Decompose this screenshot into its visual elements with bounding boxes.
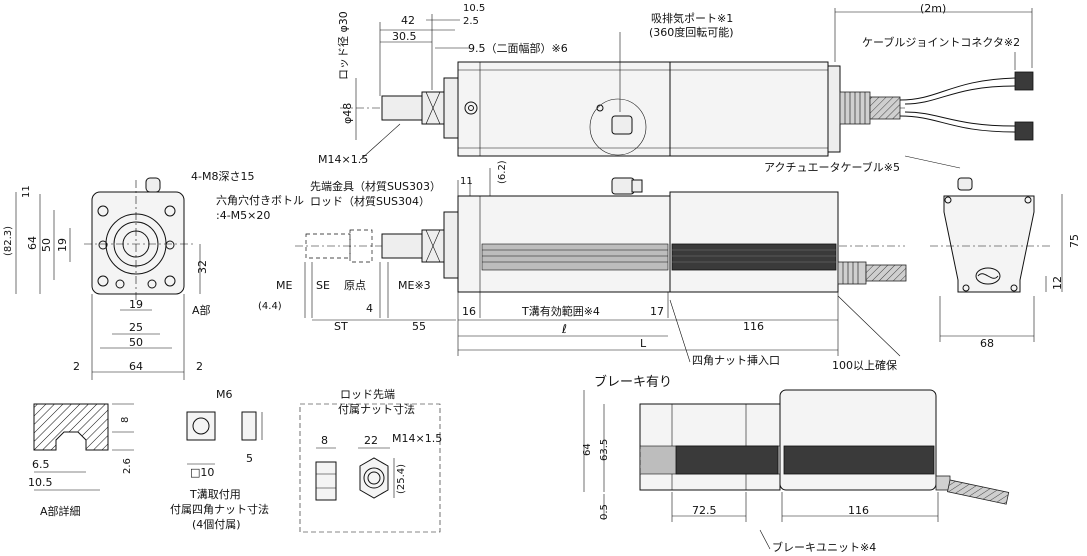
dim-82-3: (82.3) — [3, 226, 14, 256]
tapped-hole-label: 4-M8深さ15 — [191, 170, 254, 183]
dim-64-brake: 64 — [582, 443, 593, 456]
me3-label: ME※3 — [398, 279, 431, 292]
dim-25-4: (25.4) — [396, 464, 407, 494]
dim-10-5-detail: 10.5 — [28, 476, 53, 489]
square-nut-view — [186, 411, 263, 465]
dim-11-mid: 11 — [460, 176, 473, 187]
brake-view — [583, 389, 1010, 550]
detail-a-view — [33, 403, 134, 491]
dim-17: 17 — [650, 305, 664, 318]
dim-25-bottom: 25 — [129, 321, 143, 334]
hex-bolt-size: :4-M5×20 — [216, 209, 270, 222]
dim-64-bottom: 64 — [129, 360, 143, 373]
dim-72-5: 72.5 — [692, 504, 717, 517]
dim-55: 55 — [412, 320, 426, 333]
width-flats-label: 9.5（二面幅部）※6 — [468, 41, 568, 55]
me-left-label: ME — [276, 279, 292, 292]
dim-8-detail: 8 — [120, 417, 131, 423]
dim-l: L — [640, 337, 647, 350]
dim-68: 68 — [980, 337, 994, 350]
dim-sq10: □10 — [190, 466, 214, 479]
dim-12: 12 — [1051, 276, 1064, 290]
tip-metal-label: 先端金具（材質SUS303） — [310, 179, 441, 193]
dim-phi48: φ48 — [341, 103, 354, 124]
exhaust-port-note: (360度回転可能) — [649, 25, 734, 39]
dim-116-side: 116 — [743, 320, 764, 333]
dim-50-bottom: 50 — [129, 336, 143, 349]
dim-2-5: 2.5 — [463, 16, 479, 27]
t-slot-range-label: T溝有効範囲※4 — [521, 304, 600, 318]
dim-63-5: 63.5 — [599, 439, 610, 461]
side-view — [295, 168, 907, 363]
thread-m14-top: M14×1.5 — [318, 153, 368, 166]
dim-2-6: 2.6 — [122, 458, 133, 474]
origin-label: 原点 — [344, 279, 366, 292]
dim-2-right: 2 — [196, 360, 203, 373]
thread-m6: M6 — [216, 388, 233, 401]
se-label: SE — [316, 279, 330, 292]
dim-75: 75 — [1068, 234, 1081, 248]
thread-m14-nut: M14×1.5 — [392, 432, 442, 445]
clearance-label: 100以上確保 — [832, 358, 897, 372]
front-end-view — [15, 177, 201, 380]
dim-30-5: 30.5 — [392, 30, 417, 43]
detail-a-title: A部詳細 — [40, 504, 81, 518]
dim-6-2: (6.2) — [497, 160, 508, 184]
dim-4-4: (4.4) — [258, 301, 282, 312]
rod-nut-view — [299, 403, 441, 533]
dim-16: 16 — [462, 305, 476, 318]
exhaust-port-label: 吸排気ポート※1 — [651, 11, 733, 25]
label-2m: (2m) — [920, 2, 946, 15]
rod-tip-title: ロッド先端 — [340, 388, 395, 401]
labels: (2m) 42 10.5 2.5 30.5 ロッド径 φ30 9.5（二面幅部）… — [3, 2, 1081, 554]
t-slot-nut-subtitle: 付属四角ナット寸法 — [170, 502, 269, 516]
nut-inlet-label: 四角ナット挿入口 — [692, 353, 780, 367]
dim-11-side: 11 — [21, 185, 32, 198]
dim-8-nut: 8 — [321, 434, 328, 447]
brake-title: ブレーキ有り — [594, 374, 672, 390]
dim-10-5: 10.5 — [463, 3, 485, 14]
rear-end-view — [930, 177, 1063, 342]
t-slot-nut-qty: (4個付属) — [192, 518, 241, 531]
top-view — [340, 8, 1034, 169]
rod-tip-subtitle: 付属ナット寸法 — [338, 402, 415, 416]
dim-ell: ℓ — [561, 322, 567, 336]
dim-2-left: 2 — [73, 360, 80, 373]
dim-32-side: 32 — [196, 260, 209, 274]
dim-116-brake: 116 — [848, 504, 869, 517]
rod-diameter-label: ロッド径 φ30 — [337, 11, 350, 80]
rod-material-label: ロッド（材質SUS304） — [310, 194, 430, 208]
dim-5: 5 — [246, 452, 253, 465]
part-a-label: A部 — [192, 303, 211, 317]
dim-64-side: 64 — [26, 236, 39, 250]
brake-unit-label: ブレーキユニット※4 — [772, 540, 876, 554]
hex-bolt-label: 六角穴付きボトル — [216, 193, 304, 207]
dim-4: 4 — [366, 302, 373, 315]
dim-st: ST — [334, 320, 348, 333]
cable-joint-label: ケーブルジョイントコネクタ※2 — [862, 35, 1020, 49]
dim-19-bottom: 19 — [129, 298, 143, 311]
dim-0-5: 0.5 — [599, 504, 610, 520]
dim-42: 42 — [401, 14, 415, 27]
dim-6-5: 6.5 — [32, 458, 50, 471]
dim-22: 22 — [364, 434, 378, 447]
dim-50-side: 50 — [40, 238, 53, 252]
t-slot-nut-title: T溝取付用 — [189, 488, 241, 501]
dim-19-side: 19 — [56, 238, 69, 252]
actuator-cable-label: アクチュエータケーブル※5 — [764, 160, 900, 174]
